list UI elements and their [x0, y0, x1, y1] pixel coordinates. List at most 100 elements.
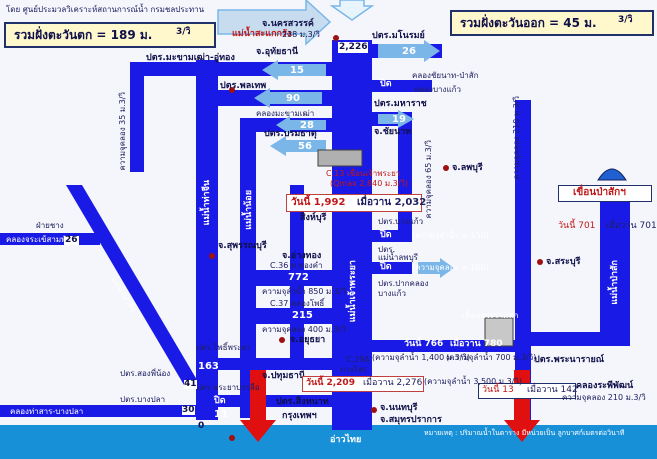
east-summary-unit: 3/วิ: [618, 15, 633, 25]
east-summary-box: รวมฝั่งตะวันออก = 45 ม. 3/วิ: [450, 10, 654, 36]
west-summary-label: รวมฝั่งตะวันตก = 189 ม.: [14, 28, 153, 42]
ponlathep-arrow: [254, 88, 322, 108]
footer-note: หมายเหตุ : ปริมาณน้ำในตาราง มีหน่วยเป็น …: [424, 429, 625, 437]
dam-reading-box: วันนี้ 1,992 เมื่อวาน 2,032: [286, 194, 426, 212]
borommathat-arrow-b: [270, 136, 326, 156]
phranarai-yesterday: เมื่อวาน 142: [527, 385, 578, 395]
sakaekrang-label: แม่น้ำสะแกกรัง: [232, 29, 292, 39]
dam-today: วันนี้ 1,992: [291, 197, 346, 208]
inflow-arrow: [329, 0, 375, 21]
dam-qmax: (Qmax 2,840 ม.3/วิ): [330, 179, 409, 188]
pasak-lower-canal: [515, 332, 630, 346]
pasak-dam-today: วันนี้ 701: [558, 221, 596, 231]
borommathat-flow-a: 28: [300, 120, 314, 131]
borommathat-label: ปตร.บรมธาตุ: [264, 129, 317, 139]
chaophraya-river-label: แม่น้ำเจ้าพระยา: [348, 260, 358, 323]
chainat-label: จ.ชัยนาท: [374, 127, 412, 137]
rama6-capacity-2: (ความจุลำน้ำ 700 ม.3/วิ): [446, 353, 537, 362]
khlong-bangkaew-label: คลองบางแก้ว: [414, 85, 461, 94]
phophraya-label: ปตร.โพธิ์พระยา: [196, 343, 251, 352]
thasarn-flow: 30: [182, 405, 195, 415]
makhamtao-flow: 15: [290, 65, 304, 76]
khlong-bang-label: ปตร.ปากคลอง: [378, 279, 429, 288]
pasak-river-label: แม่น้ำป่าสัก: [610, 260, 620, 305]
source-label: โดย ศูนย์ประมวลวิเคราะห์สถานการณ์น้ำ กรม…: [6, 5, 205, 14]
songphinong-flow: 41: [184, 379, 197, 389]
chainat-pasak-label: คลองชัยนาท-ป่าสัก: [412, 71, 479, 80]
samutprakan-province: จ.สมุทรปราการ: [380, 415, 442, 425]
thasarn-label: คลองท่าสาร-บางปลา: [10, 407, 84, 416]
c29a-today: วันนี้ 2,209: [306, 378, 355, 388]
dam-yesterday: เมื่อวาน 2,032: [357, 197, 427, 208]
rama6-dam-gate: [484, 317, 514, 347]
sakaekrang-arrow: [217, 0, 332, 46]
c37-flow: 215: [292, 310, 313, 321]
ayutthaya-province: จ.อยุธยา: [290, 335, 326, 345]
suphan-link: [290, 185, 304, 360]
borommathat-arrow-a: [276, 116, 326, 134]
makhamtao-label: ปตร.มะขามเฒ่า-อู่ทอง: [146, 53, 235, 63]
sakaekrang-value: 238 ม.3/วิ: [282, 30, 320, 39]
manorom-label: ปตร.มโนรมย์: [372, 31, 425, 41]
outflow-arrow-east: [504, 370, 540, 442]
pasak-dam-label-box: เขื่อนป่าสักฯ: [558, 185, 652, 202]
chorakhe-flow: 26: [64, 235, 79, 245]
ponlathep-label: ปตร.พลเทพ: [220, 81, 267, 91]
phraya-flow: 11: [214, 409, 228, 420]
dam-name: C.13 เขื่อนเจ้าพระยา: [326, 169, 401, 178]
zero-flow: 0: [198, 421, 205, 431]
pasak-river: [600, 195, 630, 345]
manorom-arrow: [378, 40, 440, 62]
maharat-arrow: [378, 110, 414, 128]
phophraya-flow: 163: [198, 361, 219, 372]
borommathat-flow-b: 56: [298, 141, 312, 152]
chainat-pasak-status: ปิด: [380, 79, 392, 89]
rama6-capacity-1: (ความจุลำน้ำ 1,400 ม.3/วิ): [372, 353, 470, 362]
lopburi-mouth-label: ปตร.: [378, 245, 396, 254]
phraya-canal: [196, 358, 332, 370]
bangkaew-gate-capacity: (ความจุลำน้ำ = 150): [412, 231, 489, 240]
raphiphat-canal: [515, 100, 531, 430]
makhamtao-left-branch: [130, 62, 144, 172]
maharat-label: ปตร.มหาราช: [374, 99, 427, 109]
phranarai-today: วันนี้ 13: [482, 385, 514, 395]
rama6-canal: [372, 340, 515, 352]
manorom-flow: 26: [402, 46, 416, 57]
nonthaburi-province: จ.นนทบุรี: [380, 403, 418, 413]
angthong-province: จ.อ่างทอง: [282, 251, 322, 261]
bangkaew-arrow: [418, 258, 454, 278]
faichang-label: ฝ่ายชาง: [36, 221, 64, 230]
c29a-label: C.29A: [346, 355, 370, 364]
main-flow-value: 2,226: [338, 42, 369, 53]
bangpla-label: ปตร.บางปลา: [120, 395, 166, 404]
gulf-label: อ่าวไทย: [330, 435, 362, 445]
lopburi-gate-capacity: (ความจุคลอง = 100): [412, 263, 489, 272]
east-summary-label: รวมฝั่งตะวันออก = 45 ม.: [460, 16, 597, 30]
tha-chin-river-label: แม่น้ำท่าจีน: [202, 180, 212, 226]
songphinong-label: ปตร.สองพี่น้อง: [120, 369, 171, 378]
outflow-arrow-west: [240, 370, 276, 442]
raphiphat-label: คลองระพีพัฒน์: [576, 381, 634, 391]
bangkok-province: กรุงเทพฯ: [282, 411, 317, 421]
pathumthani-province: จ.ปทุมธานี: [262, 371, 305, 381]
west-summary-unit: 3/วิ: [176, 27, 191, 37]
chainat-pasak-canal: [372, 80, 432, 92]
phranarai-reading-box: วันนี้ 13 เมื่อวาน 142: [478, 383, 578, 399]
lopburi-river-gate-label: แม่น้ำลพบุรี: [378, 253, 418, 262]
makhamtao-arrow: [262, 60, 326, 80]
bangsai-label: บางไทร: [340, 365, 368, 374]
bangkaew-channel: [372, 262, 412, 274]
chaophraya-river: [332, 40, 372, 430]
lopburi-province: จ.ลพบุรี: [452, 163, 483, 173]
tha-chin-channel: [196, 60, 218, 420]
uthai-label: จ.อุทัยธานี: [256, 47, 299, 57]
pasak-dam-name: เขื่อนป่าสักฯ: [573, 187, 626, 198]
rama6-today: วันนี้ 766: [404, 339, 444, 349]
bangkaew-gate-label: ปตร.บางแก้ว: [378, 217, 424, 226]
tha-chin-diagonal: [66, 185, 200, 385]
maharat-flow: 19: [392, 114, 406, 125]
phraya-label: ปตร.พระยาบรรลือ: [196, 383, 260, 392]
chorakhe-label: คลองจระเข้สามพัน: [6, 235, 72, 244]
c36-capacity: ความจุลำน้ำ 850 ม.3/วิ: [262, 287, 347, 296]
